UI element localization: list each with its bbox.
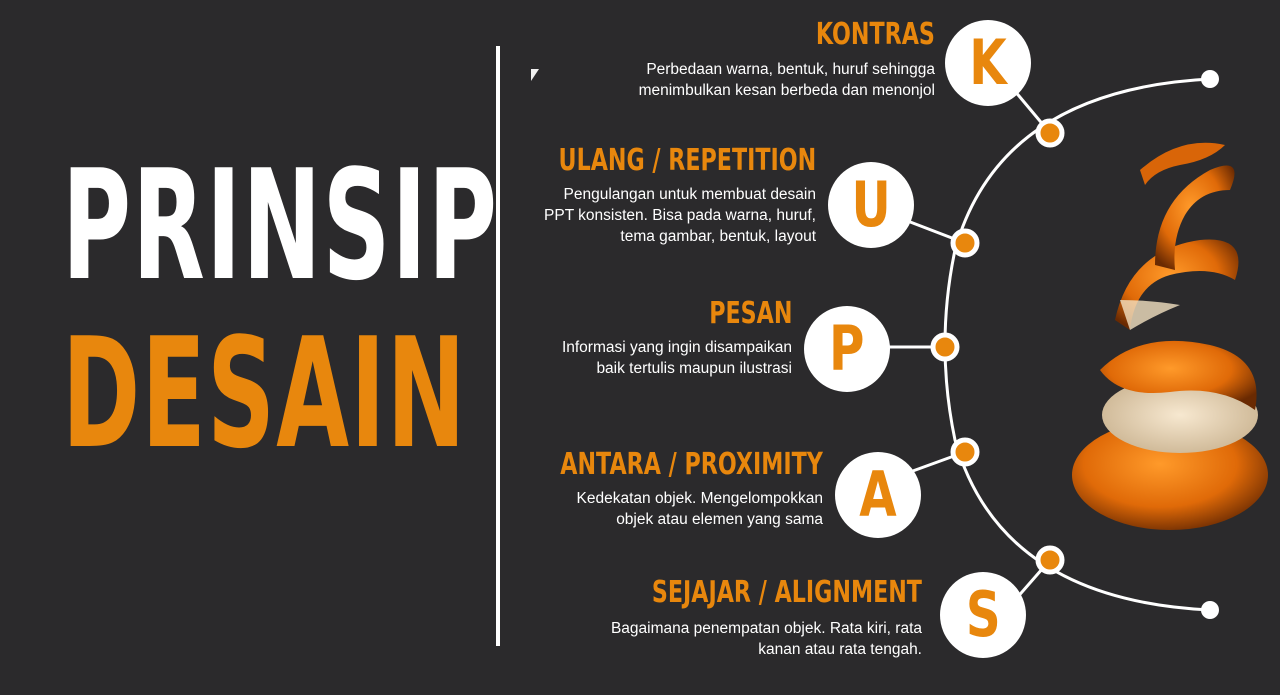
principle-desc-antara: Kedekatan objek. Mengelompokkan objek at… — [576, 490, 823, 528]
principle-heading-sejajar: SEJAJAR / ALIGNMENT — [651, 575, 922, 610]
principle-heading-pesan: PESAN — [708, 296, 792, 331]
title-line-2: DESAIN — [62, 305, 467, 482]
letter-s: S — [965, 578, 1001, 651]
letter-circle-u: U — [828, 162, 914, 248]
letter-circle-k: K — [945, 20, 1031, 106]
principle-desc-ulang: Pengulangan untuk membuat desain PPT kon… — [544, 186, 816, 245]
mouse-cursor-icon — [531, 69, 539, 81]
letter-k: K — [969, 26, 1007, 99]
vertical-divider — [496, 46, 500, 646]
letter-p: P — [829, 312, 865, 385]
principle-desc-pesan: Informasi yang ingin disampaikan baik te… — [561, 339, 792, 377]
letter-circle-a: A — [835, 452, 921, 538]
principle-heading-ulang: ULANG / REPETITION — [558, 143, 816, 178]
principle-desc-kontras: Perbedaan warna, bentuk, huruf sehingga … — [638, 61, 935, 99]
orange-peel-illustration — [1072, 142, 1268, 530]
principle-desc-sejajar: Bagaimana penempatan objek. Rata kiri, r… — [610, 620, 922, 658]
letter-circle-p: P — [804, 306, 890, 392]
letter-circle-s: S — [940, 572, 1026, 658]
principle-heading-kontras: KONTRAS — [815, 17, 935, 52]
principle-heading-antara: ANTARA / PROXIMITY — [560, 447, 823, 482]
title-line-1: PRINSIP — [62, 137, 499, 314]
letter-a: A — [859, 458, 897, 531]
letter-u: U — [851, 168, 891, 241]
